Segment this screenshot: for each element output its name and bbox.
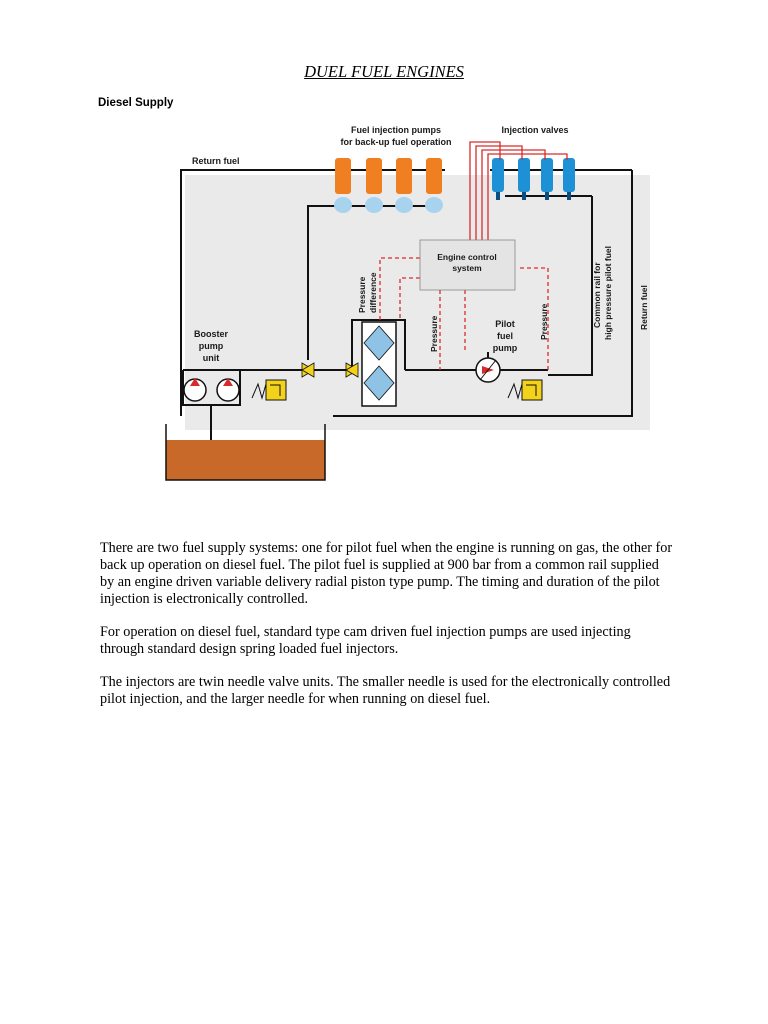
label-pilot-1: Pilot — [495, 319, 515, 329]
fuel-filter — [361, 321, 397, 407]
relief-valve-right — [507, 379, 543, 401]
fuel-injection-pumps — [334, 158, 443, 213]
label-pilot-2: fuel — [497, 331, 513, 341]
label-pressure-difference-2: difference — [368, 272, 378, 313]
fuel-tank — [165, 424, 326, 481]
label-fuel-injection-pumps-1: Fuel injection pumps — [351, 125, 441, 135]
three-way-valve-left — [301, 362, 315, 378]
engine-control-label-1: Engine control — [437, 252, 497, 262]
booster-pump-unit — [183, 378, 240, 402]
label-return-fuel-top: Return fuel — [192, 156, 240, 166]
paragraph-injectors: The injectors are twin needle valve unit… — [100, 674, 671, 707]
label-fuel-injection-pumps-2: for back-up fuel operation — [340, 137, 451, 147]
label-booster-2: pump — [199, 341, 224, 351]
fuel-injection-pump-3 — [395, 158, 413, 213]
fuel-injection-pump-1 — [334, 158, 352, 213]
diagram-shadows — [185, 175, 650, 430]
label-pressure-left: Pressure — [429, 315, 439, 352]
pilot-fuel-pump — [475, 357, 501, 383]
label-common-rail-2: high pressure pilot fuel — [603, 246, 613, 340]
fuel-injection-pump-2 — [365, 158, 383, 213]
label-booster-3: unit — [203, 353, 220, 363]
fuel-injection-pump-4 — [425, 158, 443, 213]
label-pressure-difference-1: Pressure — [357, 276, 367, 313]
diagram-labels: Fuel injection pumps for back-up fuel op… — [192, 125, 649, 363]
label-booster-1: Booster — [194, 329, 229, 339]
engine-control-label-2: system — [452, 263, 482, 273]
label-common-rail-1: Common rail for — [592, 262, 602, 328]
control-lines — [379, 141, 568, 370]
engine-control-system: Engine control system — [419, 239, 516, 291]
page-title: DUEL FUEL ENGINES — [304, 62, 464, 81]
relief-valve-left — [251, 379, 287, 401]
label-injection-valves: Injection valves — [501, 125, 568, 135]
label-return-fuel-right: Return fuel — [639, 285, 649, 330]
label-pressure-right: Pressure — [539, 303, 549, 340]
injection-valves — [492, 158, 575, 200]
figure-title: Diesel Supply — [98, 97, 174, 109]
paragraph-fuel-systems: There are two fuel supply systems: one f… — [100, 540, 673, 607]
paragraph-diesel-operation: For operation on diesel fuel, standard t… — [100, 624, 631, 657]
three-way-valve-right — [345, 362, 359, 378]
label-pilot-3: pump — [493, 343, 518, 353]
